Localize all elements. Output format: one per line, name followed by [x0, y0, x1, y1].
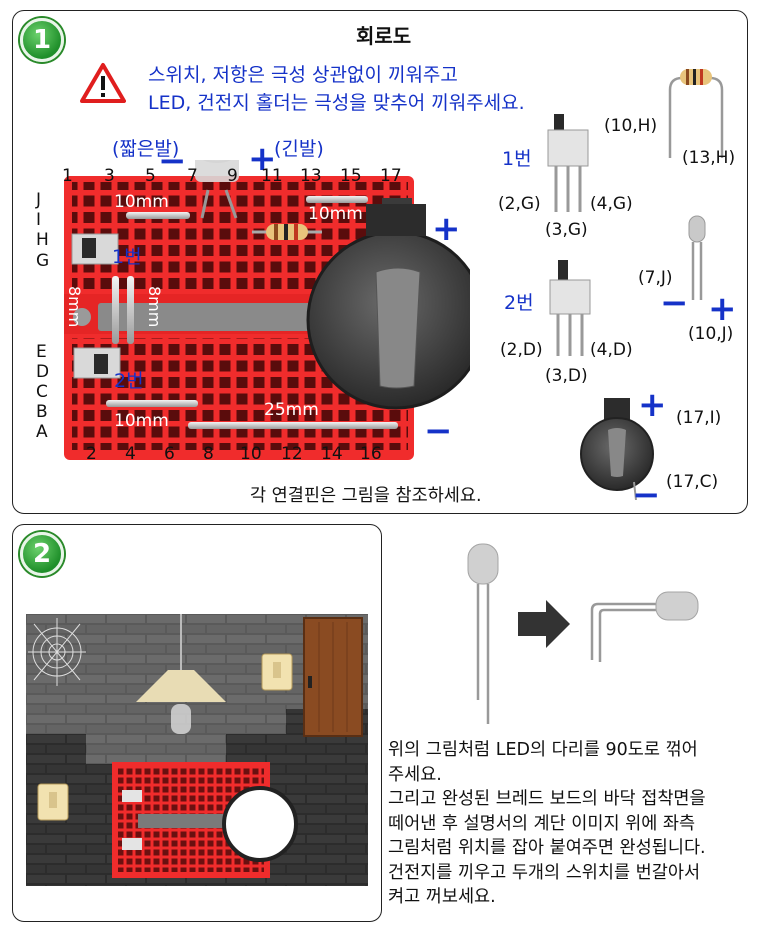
col-label-bottom-4: 4: [125, 444, 136, 464]
col-label-bottom-8: 8: [203, 444, 214, 464]
switch2-pin-label: (2,D): [500, 340, 543, 360]
staircase-scene-illustration: [26, 614, 368, 886]
page-title: 회로도: [356, 24, 412, 48]
led-pin-label: (7,J): [638, 268, 673, 288]
warning-line-2: LED, 건전지 홀더는 극성을 맞추어 끼워주세요.: [148, 92, 525, 114]
row-label-B: B: [36, 402, 48, 422]
switch2-board-label: 2번: [114, 370, 144, 392]
row-label-D: D: [36, 362, 50, 382]
led-minus-sign: −: [660, 283, 689, 323]
col-label-top-13: 13: [300, 166, 322, 186]
switch1-pin-label: (3,G): [545, 220, 588, 240]
led-minus-sign: −: [158, 141, 187, 181]
col-label-top-1: 1: [62, 166, 73, 186]
led-pin-label: (10,J): [688, 324, 734, 344]
battery-plus-sign: +: [638, 385, 667, 425]
led-component-icon: [688, 215, 706, 300]
row-label-I: I: [36, 210, 42, 230]
switch1-board-label: 1번: [112, 246, 142, 268]
wire-length-label: 8mm: [145, 286, 164, 328]
row-label-C: C: [36, 382, 48, 402]
row-label-E: E: [36, 342, 47, 362]
battery-minus-sign: −: [424, 411, 453, 451]
col-label-top-15: 15: [340, 166, 362, 186]
row-label-H: H: [36, 230, 49, 250]
col-label-bottom-12: 12: [281, 444, 303, 464]
short-leg-label: (짧은발): [112, 138, 180, 160]
switch2-label: 2번: [504, 292, 534, 314]
col-label-top-5: 5: [145, 166, 156, 186]
battery-minus-sign: −: [632, 475, 661, 515]
step2-badge: 2: [20, 532, 64, 576]
wire-length-label: 8mm: [65, 286, 84, 328]
wire-length-label: 10mm: [114, 411, 169, 431]
col-label-top-17: 17: [380, 166, 402, 186]
switch1-pin-label: (2,G): [498, 194, 541, 214]
col-label-bottom-6: 6: [164, 444, 175, 464]
col-label-bottom-14: 14: [321, 444, 343, 464]
switch1-component-icon: [547, 114, 589, 212]
resistor-pin-label: (13,H): [682, 148, 736, 168]
switch2-pin-label: (3,D): [545, 366, 588, 386]
col-label-top-11: 11: [261, 166, 283, 186]
battery-holder-icon: [580, 398, 654, 500]
led-plus-sign: +: [708, 289, 737, 329]
switch1-label: 1번: [502, 148, 532, 170]
step1-badge: 1: [20, 18, 64, 62]
switch2-component-icon: [549, 260, 591, 356]
col-label-bottom-2: 2: [86, 444, 97, 464]
col-label-bottom-16: 16: [360, 444, 382, 464]
col-label-bottom-10: 10: [240, 444, 262, 464]
col-label-top-7: 7: [187, 166, 198, 186]
row-label-G: G: [36, 251, 50, 271]
warning-line-1: 스위치, 저항은 극성 상관없이 끼워주고: [148, 64, 458, 86]
switch2-pin-label: (4,D): [590, 340, 633, 360]
led-plus-sign: +: [248, 139, 277, 179]
row-label-J: J: [36, 190, 42, 210]
battery-pin-label: (17,C): [666, 472, 719, 492]
battery-pin-label: (17,I): [676, 408, 722, 428]
breadboard-diagram: [64, 160, 470, 460]
resistor-pin-label: (10,H): [604, 116, 658, 136]
col-label-top-9: 9: [227, 166, 238, 186]
long-leg-label: (긴발): [274, 138, 324, 160]
footer-note: 각 연결핀은 그림을 참조하세요.: [250, 486, 482, 506]
wire-length-label: 25mm: [264, 400, 319, 420]
led-bend-diagram: [467, 543, 699, 724]
row-label-A: A: [36, 422, 48, 442]
switch1-pin-label: (4,G): [590, 194, 633, 214]
resistor-component-icon: [668, 69, 724, 158]
wire-length-label: 10mm: [308, 204, 363, 224]
battery-plus-sign: +: [432, 209, 461, 249]
col-label-top-3: 3: [104, 166, 115, 186]
warning-icon: [80, 63, 126, 103]
wire-length-label: 10mm: [114, 192, 169, 212]
step2-instructions: 위의 그림처럼 LED의 다리를 90도로 꺾어 주세요. 그리고 완성된 브레…: [388, 740, 706, 907]
